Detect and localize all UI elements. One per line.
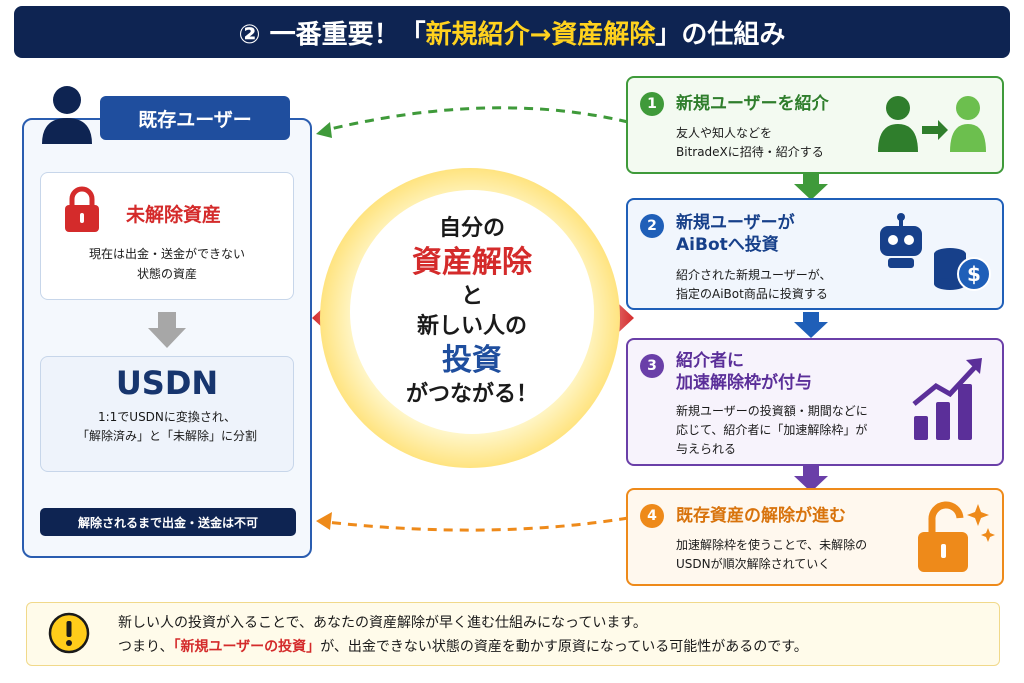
- step-1-desc: 友人や知人などを BitradeXに招待・紹介する: [676, 124, 824, 162]
- step-2-desc-line1: 紹介された新規ユーザーが、: [676, 268, 832, 282]
- user-icon: [42, 86, 92, 144]
- usdn-title: USDN: [115, 364, 219, 402]
- summary-line2-c: が、出金できない状態の資産を動かす原資になっている可能性があるのです。: [320, 639, 808, 655]
- summary-line2-a: つまり、: [118, 639, 174, 655]
- warning-icon: [48, 612, 90, 654]
- page-title: ② 一番重要！「新規紹介→資産解除」の仕組み: [14, 6, 1010, 58]
- locked-asset-card: [40, 172, 294, 300]
- summary-line2: つまり、「新規ユーザーの投資」が、出金できない状態の資産を動かす原資になっている…: [118, 636, 808, 656]
- step-3-number: 3: [640, 354, 664, 378]
- step-2-title-line2: AiBotへ投資: [676, 235, 779, 255]
- center-line5: 投資: [442, 343, 502, 378]
- center-line6: がつながる！: [405, 382, 538, 407]
- summary-line2-highlight: 「新規ユーザーの投資」: [173, 639, 321, 655]
- title-suffix: 」の仕組み: [655, 19, 786, 50]
- locked-asset-title: 未解除資産: [126, 204, 222, 226]
- usdn-desc-line2: 「解除済み」と「未解除」に分割: [76, 429, 257, 443]
- step-1-desc-line2: BitradeXに招待・紹介する: [676, 145, 824, 159]
- step-1-desc-line1: 友人や知人などを: [676, 126, 773, 140]
- return-arrow-top: [316, 106, 629, 138]
- step-1-title: 新規ユーザーを紹介: [676, 94, 829, 114]
- growth-chart-icon: [912, 358, 982, 440]
- step-1-number: 1: [640, 92, 664, 116]
- step-4-title: 既存資産の解除が進む: [676, 506, 846, 526]
- step-3-title-line1: 紹介者に: [676, 351, 744, 371]
- title-prefix: ② 一番重要！「: [238, 19, 426, 50]
- step-2-title-line1: 新規ユーザーが: [676, 213, 795, 233]
- svg-text:$: $: [967, 262, 981, 286]
- summary-box: [26, 602, 1000, 666]
- step-2-title: 新規ユーザーが AiBotへ投資: [676, 212, 795, 256]
- step-2-desc: 紹介された新規ユーザーが、 指定のAiBot商品に投資する: [676, 266, 832, 304]
- withdraw-note-badge: 解除されるまで出金・送金は不可: [40, 508, 296, 536]
- center-line4: 新しい人の: [416, 314, 527, 339]
- step-3-desc-line2: 応じて、紹介者に「加速解除枠」が: [676, 423, 868, 437]
- robot-icon: [880, 213, 922, 268]
- step-3-title: 紹介者に 加速解除枠が付与: [676, 350, 812, 394]
- existing-user-tab: 既存ユーザー: [100, 96, 290, 140]
- step-3-desc: 新規ユーザーの投資額・期間などに 応じて、紹介者に「加速解除枠」が 与えられる: [676, 402, 868, 459]
- usdn-card: [40, 356, 294, 472]
- step-3-desc-line1: 新規ユーザーの投資額・期間などに: [676, 404, 868, 418]
- step-1-card: [626, 76, 1004, 174]
- step-3-down-arrow-icon: [794, 466, 828, 492]
- step-4-desc-line1: 加速解除枠を使うことで、未解除の: [676, 538, 868, 552]
- step-2-number: 2: [640, 214, 664, 238]
- down-arrow-icon: [148, 312, 186, 348]
- center-circle: 自分の 資産解除 と 新しい人の 投資 がつながる！: [350, 190, 594, 434]
- step-4-number: 4: [640, 504, 664, 528]
- summary-line1: 新しい人の投資が入ることで、あなたの資産解除が早く進む仕組みになっています。: [118, 615, 647, 631]
- center-line2: 資産解除: [412, 245, 532, 280]
- title-highlight: 新規紹介→資産解除: [425, 19, 656, 50]
- unlock-icon: [918, 501, 995, 572]
- usdn-desc-line1: 1:1でUSDNに変換され、: [97, 410, 237, 424]
- step-2-down-arrow-icon: [794, 312, 828, 338]
- center-line1: 自分の: [438, 216, 505, 241]
- step-4-desc-line2: USDNが順次解除されていく: [676, 557, 831, 571]
- coins-icon: $: [934, 248, 991, 291]
- step-3-desc-line3: 与えられる: [676, 442, 737, 456]
- step-3-title-line2: 加速解除枠が付与: [676, 373, 812, 393]
- locked-asset-desc: 現在は出金・送金ができない 状態の資産: [50, 244, 284, 284]
- step-2-desc-line2: 指定のAiBot商品に投資する: [676, 287, 828, 301]
- locked-desc-line2: 状態の資産: [136, 267, 197, 281]
- center-line3: と: [460, 284, 483, 309]
- return-arrow-bottom: [316, 512, 629, 532]
- locked-desc-line1: 現在は出金・送金ができない: [88, 247, 245, 261]
- step-4-desc: 加速解除枠を使うことで、未解除の USDNが順次解除されていく: [676, 536, 867, 574]
- step-1-down-arrow-icon: [794, 174, 828, 200]
- lock-icon: [65, 186, 99, 232]
- usdn-desc: 1:1でUSDNに変換され、 「解除済み」と「未解除」に分割: [40, 408, 294, 446]
- users-arrow-icon: [878, 96, 986, 152]
